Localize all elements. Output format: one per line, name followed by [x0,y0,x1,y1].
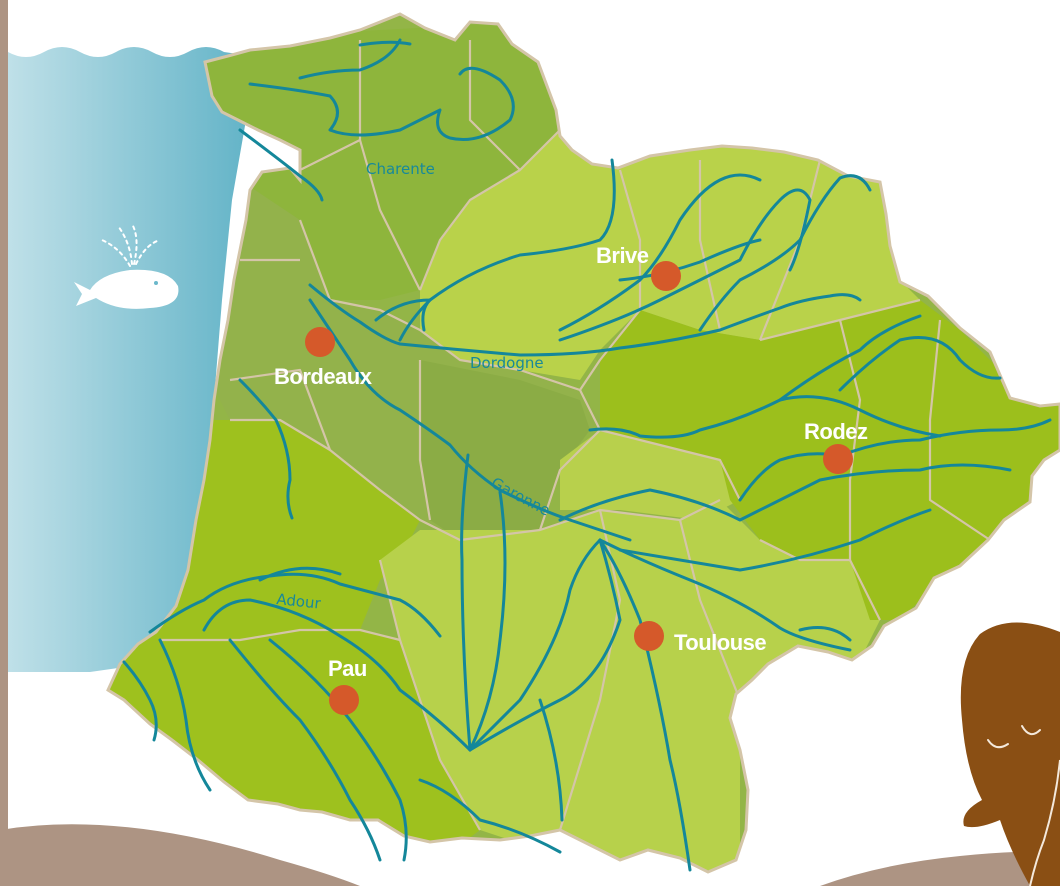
city-markers [305,261,853,715]
ground-right [820,851,1060,886]
ground-left [0,824,360,886]
city-dot-pau[interactable] [329,685,359,715]
river-garonne [308,298,632,542]
whale-icon [74,223,179,309]
rivers [122,38,1052,872]
city-label-bordeaux[interactable]: Bordeaux [274,364,373,389]
city-dot-brive[interactable] [651,261,681,291]
city-label-pau[interactable]: Pau [328,656,367,681]
region-limousin [420,130,920,380]
region-pyrenees [108,630,480,860]
mascot-figure [960,622,1060,886]
region-landes [108,420,420,660]
regions [108,20,1060,870]
river-charente [248,66,515,142]
river-dordogne [308,283,862,357]
river-label-dordogne: Dordogne [470,354,544,372]
city-label-brive[interactable]: Brive [596,243,649,268]
river-adour [148,572,442,638]
river-label-adour: Adour [276,590,323,613]
city-label-rodez[interactable]: Rodez [804,419,869,444]
ocean [8,47,252,672]
city-label-toulouse[interactable]: Toulouse [674,630,767,655]
city-dot-rodez[interactable] [823,444,853,474]
left-frame-strip [0,0,8,886]
city-dot-toulouse[interactable] [634,621,664,651]
river-label-charente: Charente [366,160,435,178]
city-dot-bordeaux[interactable] [305,327,335,357]
